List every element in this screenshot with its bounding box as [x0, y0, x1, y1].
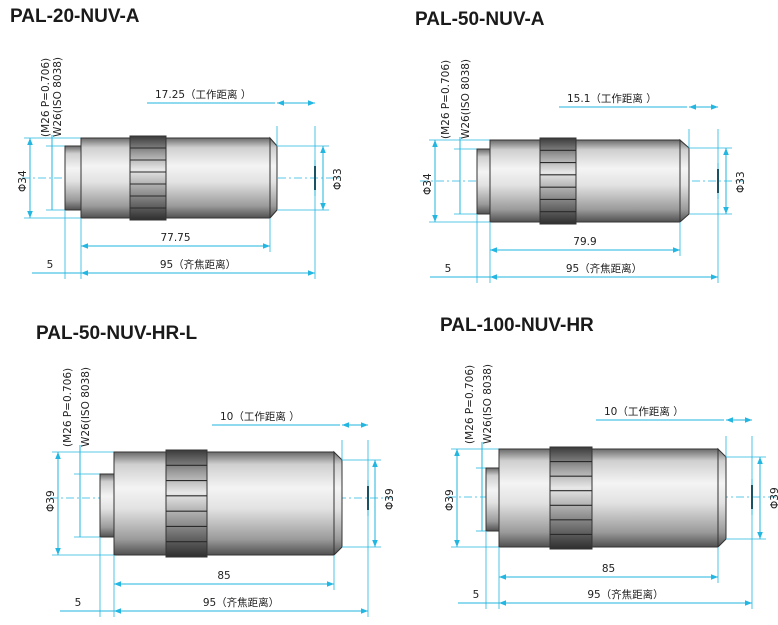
nose-rim	[333, 450, 343, 557]
knurled-ring	[539, 137, 577, 225]
mount-label: W26(ISO 8038)	[460, 59, 472, 139]
title-pal-20-nuv-a: PAL-20-NUV-A	[10, 6, 140, 27]
left-diameter-label: Φ39	[444, 489, 456, 511]
thread-label: (M26 P=0.706)	[440, 60, 452, 139]
body-length-label: 77.75	[160, 232, 190, 244]
left-diameter-label: Φ39	[45, 490, 57, 512]
mount-label: W26(ISO 8038)	[80, 367, 92, 447]
offset-label: 5	[75, 597, 82, 609]
mount-label: W26(ISO 8038)	[52, 57, 64, 137]
front-mount	[485, 467, 500, 532]
knurled-ring	[165, 449, 208, 558]
lens-barrel	[80, 137, 271, 219]
nose-rim	[717, 447, 727, 549]
right-diameter-label: Φ33	[735, 171, 747, 193]
thread-label: (M26 P=0.706)	[62, 368, 74, 447]
body-length-label: 85	[217, 570, 230, 582]
body-length-label: 79.9	[573, 236, 596, 248]
title-pal-50-nuv-hr-l: PAL-50-NUV-HR-L	[36, 323, 198, 344]
offset-label: 5	[445, 263, 452, 275]
front-mount	[64, 145, 82, 211]
front-mount	[476, 148, 491, 215]
working-distance-label: 10（工作距离 ）	[604, 405, 684, 418]
working-distance-label: 10（工作距离 ）	[220, 410, 300, 423]
offset-label: 5	[473, 589, 480, 601]
left-diameter-label: Φ34	[17, 170, 29, 192]
front-mount	[99, 473, 115, 538]
parfocal-label: 95（齐焦距离）	[203, 596, 279, 609]
knurled-ring	[129, 135, 167, 221]
lens-barrel	[498, 448, 719, 548]
thread-label: (M26 P=0.706)	[40, 58, 52, 137]
working-distance-label: 15.1（工作距离 ）	[567, 92, 657, 105]
parfocal-label: 95（齐焦距离）	[160, 258, 236, 271]
right-diameter-label: Φ39	[384, 488, 396, 510]
offset-label: 5	[47, 259, 54, 271]
body-length-label: 85	[602, 563, 615, 575]
diagram-pal-20-nuv-a: (M26 P=0.706)W26(ISO 8038) Φ34 Φ33 17.25（工作…	[17, 57, 344, 279]
nose-rim	[269, 136, 278, 220]
mount-label: W26(ISO 8038)	[482, 364, 494, 444]
diagram-pal-100-nuv-hr: (M26 P=0.706) W26(ISO 8038) Φ39 Φ39 10（工作距离 …	[444, 364, 778, 609]
parfocal-label: 95（齐焦距离）	[587, 588, 663, 601]
right-diameter-label: Φ39	[769, 487, 778, 509]
knurled-ring	[549, 446, 593, 550]
right-diameter-label: Φ33	[332, 168, 344, 190]
parfocal-label: 95（齐焦距离）	[566, 262, 642, 275]
nose-rim	[679, 138, 690, 224]
lens-barrel	[113, 451, 335, 556]
title-pal-100-nuv-hr: PAL-100-NUV-HR	[440, 315, 594, 336]
working-distance-label: 17.25（工作距离 ）	[155, 88, 251, 101]
left-diameter-label: Φ34	[422, 173, 434, 195]
lens-barrel	[489, 139, 681, 223]
diagram-pal-50-nuv-a: (M26 P=0.706) W26(ISO 8038) Φ34 Φ33 15.1（工作距…	[420, 59, 747, 283]
title-pal-50-nuv-a: PAL-50-NUV-A	[415, 9, 545, 30]
thread-label: (M26 P=0.706)	[464, 365, 476, 444]
diagram-pal-50-nuv-hr-l: (M26 P=0.706) W26(ISO 8038) Φ39 Φ39 10（工作距离 …	[45, 367, 396, 617]
